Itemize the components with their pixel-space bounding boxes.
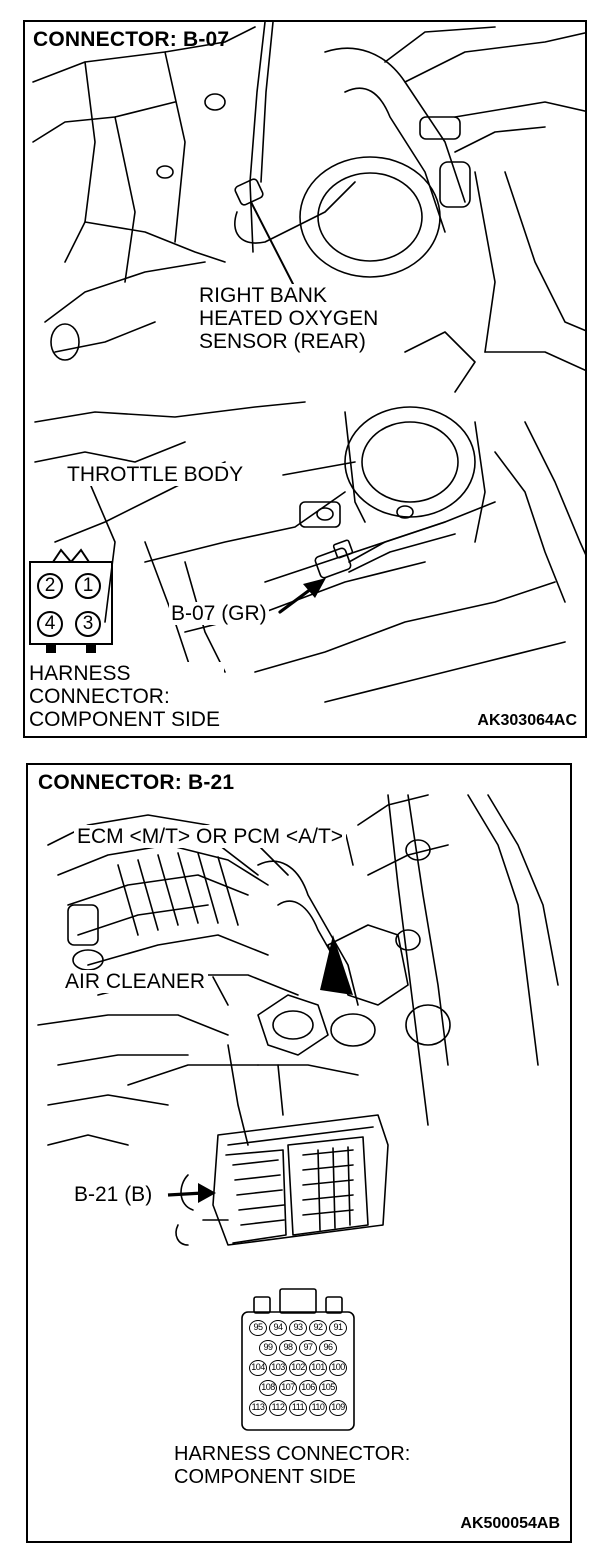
pin-100: 100: [329, 1360, 347, 1376]
pin-102: 102: [289, 1360, 307, 1376]
harness-connector-pins: 95 94 93 92 91 99 98 97 96 104 103 102 1…: [28, 765, 570, 1541]
pin-110: 110: [309, 1400, 327, 1416]
connector-b21-panel: CONNECTOR: B-21 ECM <M/T> OR PCM <A/T> A…: [26, 763, 572, 1543]
ecm-pcm-label: ECM <M/T> OR PCM <A/T>: [74, 825, 347, 848]
panel-title: CONNECTOR: B-21: [38, 771, 235, 794]
pin-91: 91: [329, 1320, 347, 1336]
pin-113: 113: [249, 1400, 267, 1416]
pin-92: 92: [309, 1320, 327, 1336]
pin-108: 108: [259, 1380, 277, 1396]
pin-105: 105: [319, 1380, 337, 1396]
pin-101: 101: [309, 1360, 327, 1376]
pin-104: 104: [249, 1360, 267, 1376]
pin-96: 96: [319, 1340, 337, 1356]
figure-code: AK500054AB: [460, 1515, 560, 1532]
sensor-label: RIGHT BANK HEATED OXYGEN SENSOR (REAR): [195, 284, 383, 353]
panel-title: CONNECTOR: B-07: [33, 28, 230, 51]
pin-3: 3: [75, 611, 101, 637]
pin-94: 94: [269, 1320, 287, 1336]
ecm-illustration: [37, 794, 559, 1431]
pin-95: 95: [249, 1320, 267, 1336]
pin-112: 112: [269, 1400, 287, 1416]
connector-b07-panel: CONNECTOR: B-07 RIGHT BANK HEATED OXYGEN…: [23, 20, 587, 738]
pin-93: 93: [289, 1320, 307, 1336]
pin-111: 111: [289, 1400, 307, 1416]
pin-97: 97: [299, 1340, 317, 1356]
pin-98: 98: [279, 1340, 297, 1356]
air-cleaner-label: AIR CLEANER: [62, 970, 209, 993]
pin-109: 109: [329, 1400, 347, 1416]
pin-103: 103: [269, 1360, 287, 1376]
figure-code: AK303064AC: [473, 712, 577, 730]
pin-106: 106: [299, 1380, 317, 1396]
pin-4: 4: [37, 611, 63, 637]
connector-callout: B-21 (B): [72, 1183, 155, 1206]
pin-2: 2: [37, 573, 63, 599]
engine-illustration-top: [29, 22, 585, 723]
pin-99: 99: [259, 1340, 277, 1356]
harness-label: HARNESS CONNECTOR: COMPONENT SIDE: [29, 662, 224, 731]
harness-label: HARNESS CONNECTOR: COMPONENT SIDE: [174, 1443, 411, 1488]
pin-1: 1: [75, 573, 101, 599]
connector-callout: B-07 (GR): [169, 602, 269, 625]
pin-107: 107: [279, 1380, 297, 1396]
throttle-body-label: THROTTLE BODY: [65, 463, 246, 486]
